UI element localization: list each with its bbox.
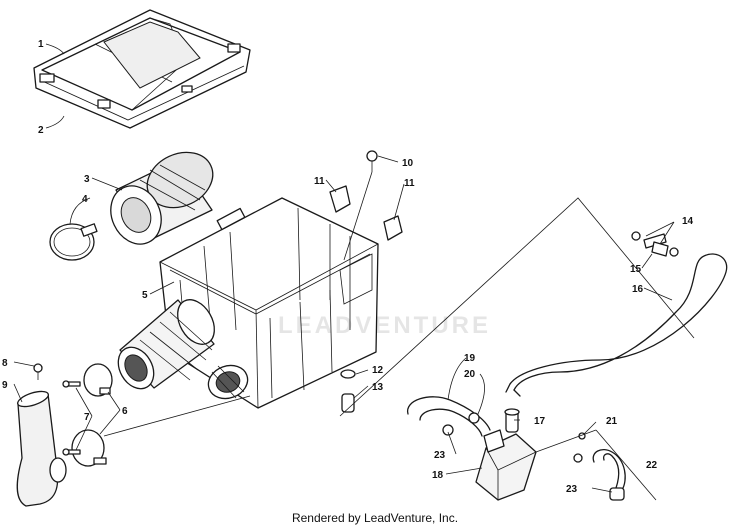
callout-3: 3	[84, 174, 90, 185]
callout-2: 2	[38, 125, 44, 136]
callout-16: 16	[632, 284, 644, 295]
airbox-cover	[33, 9, 251, 129]
group-lines	[103, 171, 695, 501]
screws	[33, 363, 81, 456]
callout-18: 18	[432, 470, 444, 481]
callout-23b: 23	[566, 484, 578, 495]
callout-19: 19	[464, 353, 476, 364]
callout-14: 14	[682, 216, 694, 227]
airbox-base	[159, 197, 379, 409]
callout-23a: 23	[434, 450, 446, 461]
hose-fittings	[631, 231, 679, 257]
callout-8: 8	[2, 358, 8, 369]
callout-21: 21	[606, 416, 618, 427]
callout-11a: 11	[314, 176, 325, 187]
callout-labels: 1 2 3 4 5 6 7 8 9 10 11 11 12 13 14 15 1…	[2, 39, 694, 495]
callout-22: 22	[646, 460, 658, 471]
callout-10: 10	[402, 158, 414, 169]
air-filter	[110, 151, 214, 245]
breather-assembly	[475, 408, 537, 501]
footer-credit: Rendered by LeadVenture, Inc.	[291, 511, 459, 525]
spring-clips	[329, 185, 403, 241]
drain-hose	[407, 396, 491, 437]
callout-15: 15	[630, 264, 642, 275]
breather-hose	[505, 253, 728, 397]
callout-6: 6	[122, 406, 128, 417]
hose-clamps-small	[71, 363, 113, 467]
callout-5: 5	[142, 290, 148, 301]
callout-12: 12	[372, 365, 384, 376]
callout-17: 17	[534, 416, 546, 427]
leader-lines	[13, 43, 675, 493]
grommet-and-spacer	[340, 369, 356, 413]
callout-11b: 11	[404, 178, 415, 189]
callout-20: 20	[464, 369, 476, 380]
inlet-tube	[16, 390, 67, 507]
outlet-boot	[207, 364, 249, 400]
hose-clamp-large	[49, 223, 98, 261]
callout-7: 7	[84, 412, 90, 423]
intake-boot	[117, 299, 215, 390]
watermark: LEADVENTURE	[278, 312, 492, 339]
bolt	[366, 150, 378, 172]
callout-13: 13	[372, 382, 384, 393]
vent-hose	[573, 432, 626, 501]
callout-4: 4	[82, 194, 88, 205]
callout-9: 9	[2, 380, 8, 391]
callout-1: 1	[38, 39, 44, 50]
